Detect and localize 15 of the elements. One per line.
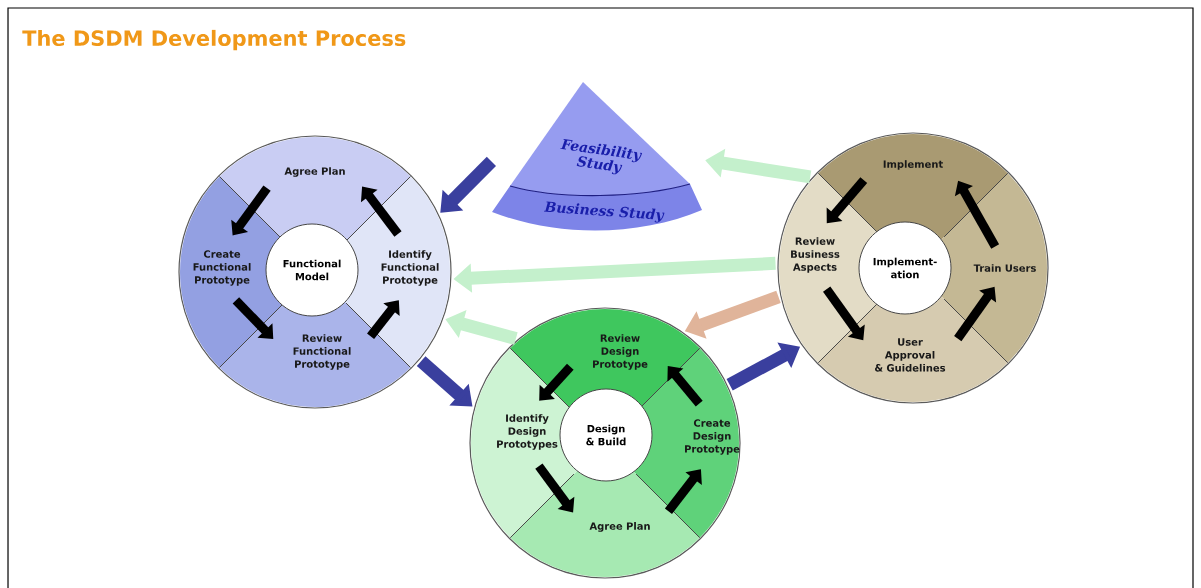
arrow: [664, 469, 702, 514]
arrow: [535, 463, 575, 513]
block-arrow: [440, 156, 496, 213]
arrow: [360, 186, 402, 237]
arrow: [232, 297, 274, 339]
block-arrow: [416, 356, 473, 407]
cycle-ring: [777, 132, 1049, 404]
title: The DSDM Development Process: [22, 29, 406, 51]
cycle-ring: [178, 135, 452, 409]
node-label: Business Study: [543, 201, 665, 223]
arrow: [367, 300, 400, 340]
cycle-ring: [469, 307, 741, 579]
arrow: [539, 363, 574, 401]
arrow: [231, 185, 271, 236]
arrow: [826, 177, 868, 224]
